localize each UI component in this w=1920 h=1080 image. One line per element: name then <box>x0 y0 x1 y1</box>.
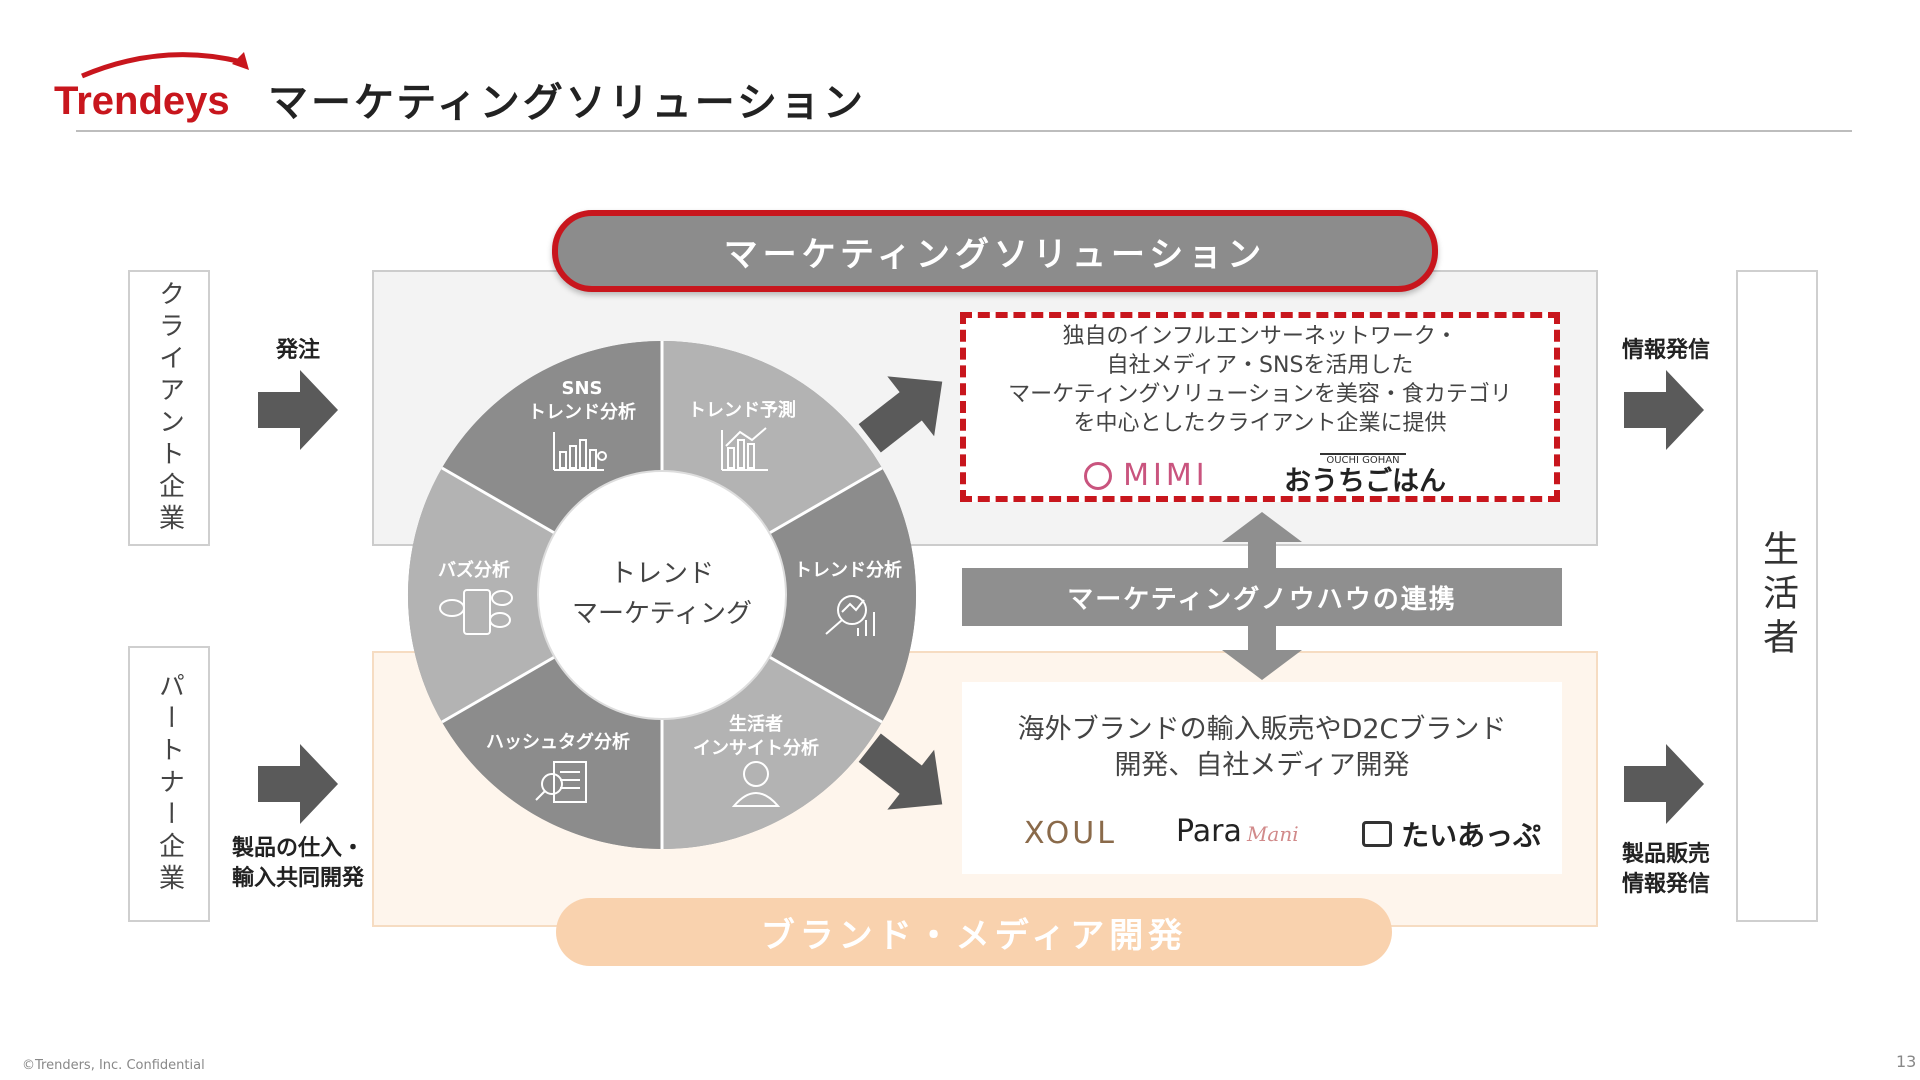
brand-media-banner: ブランド・メディア開発 <box>556 898 1392 966</box>
trend-marketing-ring <box>407 341 917 849</box>
ouchi-gohan-logo: OUCHI GOHAN おうちごはん <box>1284 453 1446 497</box>
ring-label-hashtag: ハッシュタグ分析 <box>486 731 630 753</box>
arrow-order <box>258 370 338 450</box>
para-mani-logo: Para Mani <box>1176 814 1299 849</box>
consumer-box: 生活者 <box>1736 270 1818 922</box>
title-divider <box>76 130 1852 132</box>
trenders-logo: Trendeys <box>52 48 252 128</box>
forecast-chart-icon <box>721 427 768 471</box>
sales-label: 製品販売 情報発信 <box>1621 842 1710 897</box>
page-number: 13 <box>1896 1052 1917 1071</box>
ring-label-consumer-1: 生活者 <box>729 713 783 735</box>
logo-arrowhead <box>232 52 249 70</box>
marketing-solution-banner: マーケティングソリューション <box>552 210 1438 292</box>
marketing-solution-box <box>960 312 1560 502</box>
hashtag-search-icon <box>535 761 587 803</box>
arrow-supply <box>258 744 338 824</box>
ring-center-label-1: トレンド <box>610 559 714 589</box>
ring-label-buzz: バズ分析 <box>438 559 510 581</box>
logo-swoosh <box>81 52 243 79</box>
xoul-logo: XOUL <box>1024 816 1117 851</box>
consumer-label: 生活者 <box>1757 530 1798 662</box>
partner-company-box: パートナー企業 <box>128 646 210 922</box>
taiappu-logo: たいあっぷ <box>1362 814 1541 854</box>
arrow-sales <box>1624 744 1704 824</box>
client-company-label: クライアント企業 <box>154 280 185 536</box>
partner-company-label: パートナー企業 <box>154 672 185 896</box>
ring-seg-buzz <box>407 468 558 722</box>
page-title: マーケティングソリューション <box>268 80 866 126</box>
brand-media-description: 海外ブランドの輸入販売やD2Cブランド 開発、自社メディア開発 <box>1017 714 1507 782</box>
logo-wordmark: Trendeys <box>54 79 230 123</box>
brand-media-box <box>962 682 1562 874</box>
mimi-logo: MIMI <box>1084 458 1209 493</box>
arrow-info <box>1624 370 1704 450</box>
mimi-flower-icon <box>1084 461 1112 490</box>
consumer-person-icon <box>731 761 781 807</box>
taiappu-icon <box>1362 821 1392 847</box>
arrow-to-brand <box>858 733 943 810</box>
marketing-solution-description: 独自のインフルエンサーネットワーク・ 自社メディア・SNSを活用した マーケティ… <box>1008 324 1512 437</box>
ring-label-trend: トレンド分析 <box>794 559 902 581</box>
know-how-linkage-bar: マーケティングノウハウの連携 <box>962 568 1562 626</box>
ring-label-sns-2: トレンド分析 <box>528 401 636 423</box>
buzz-speech-icon <box>439 589 513 635</box>
ring-center-label-2: マーケティング <box>572 599 752 629</box>
footer-copyright: ©Trenders, Inc. Confidential <box>22 1058 205 1073</box>
ring-label-consumer-2: インサイト分析 <box>693 737 819 759</box>
trend-magnifier-icon <box>825 595 875 636</box>
sns-chart-icon <box>553 432 607 471</box>
ring-label-forecast: トレンド予測 <box>688 399 796 421</box>
ring-label-sns-1: SNS <box>562 378 603 399</box>
arrow-to-marketing <box>858 376 943 453</box>
client-company-box: クライアント企業 <box>128 270 210 546</box>
info-label: 情報発信 <box>1621 338 1710 363</box>
supply-label: 製品の仕入・ 輸入共同開発 <box>231 836 364 891</box>
ring-seg-trend <box>766 468 917 722</box>
order-label: 発注 <box>275 338 320 363</box>
